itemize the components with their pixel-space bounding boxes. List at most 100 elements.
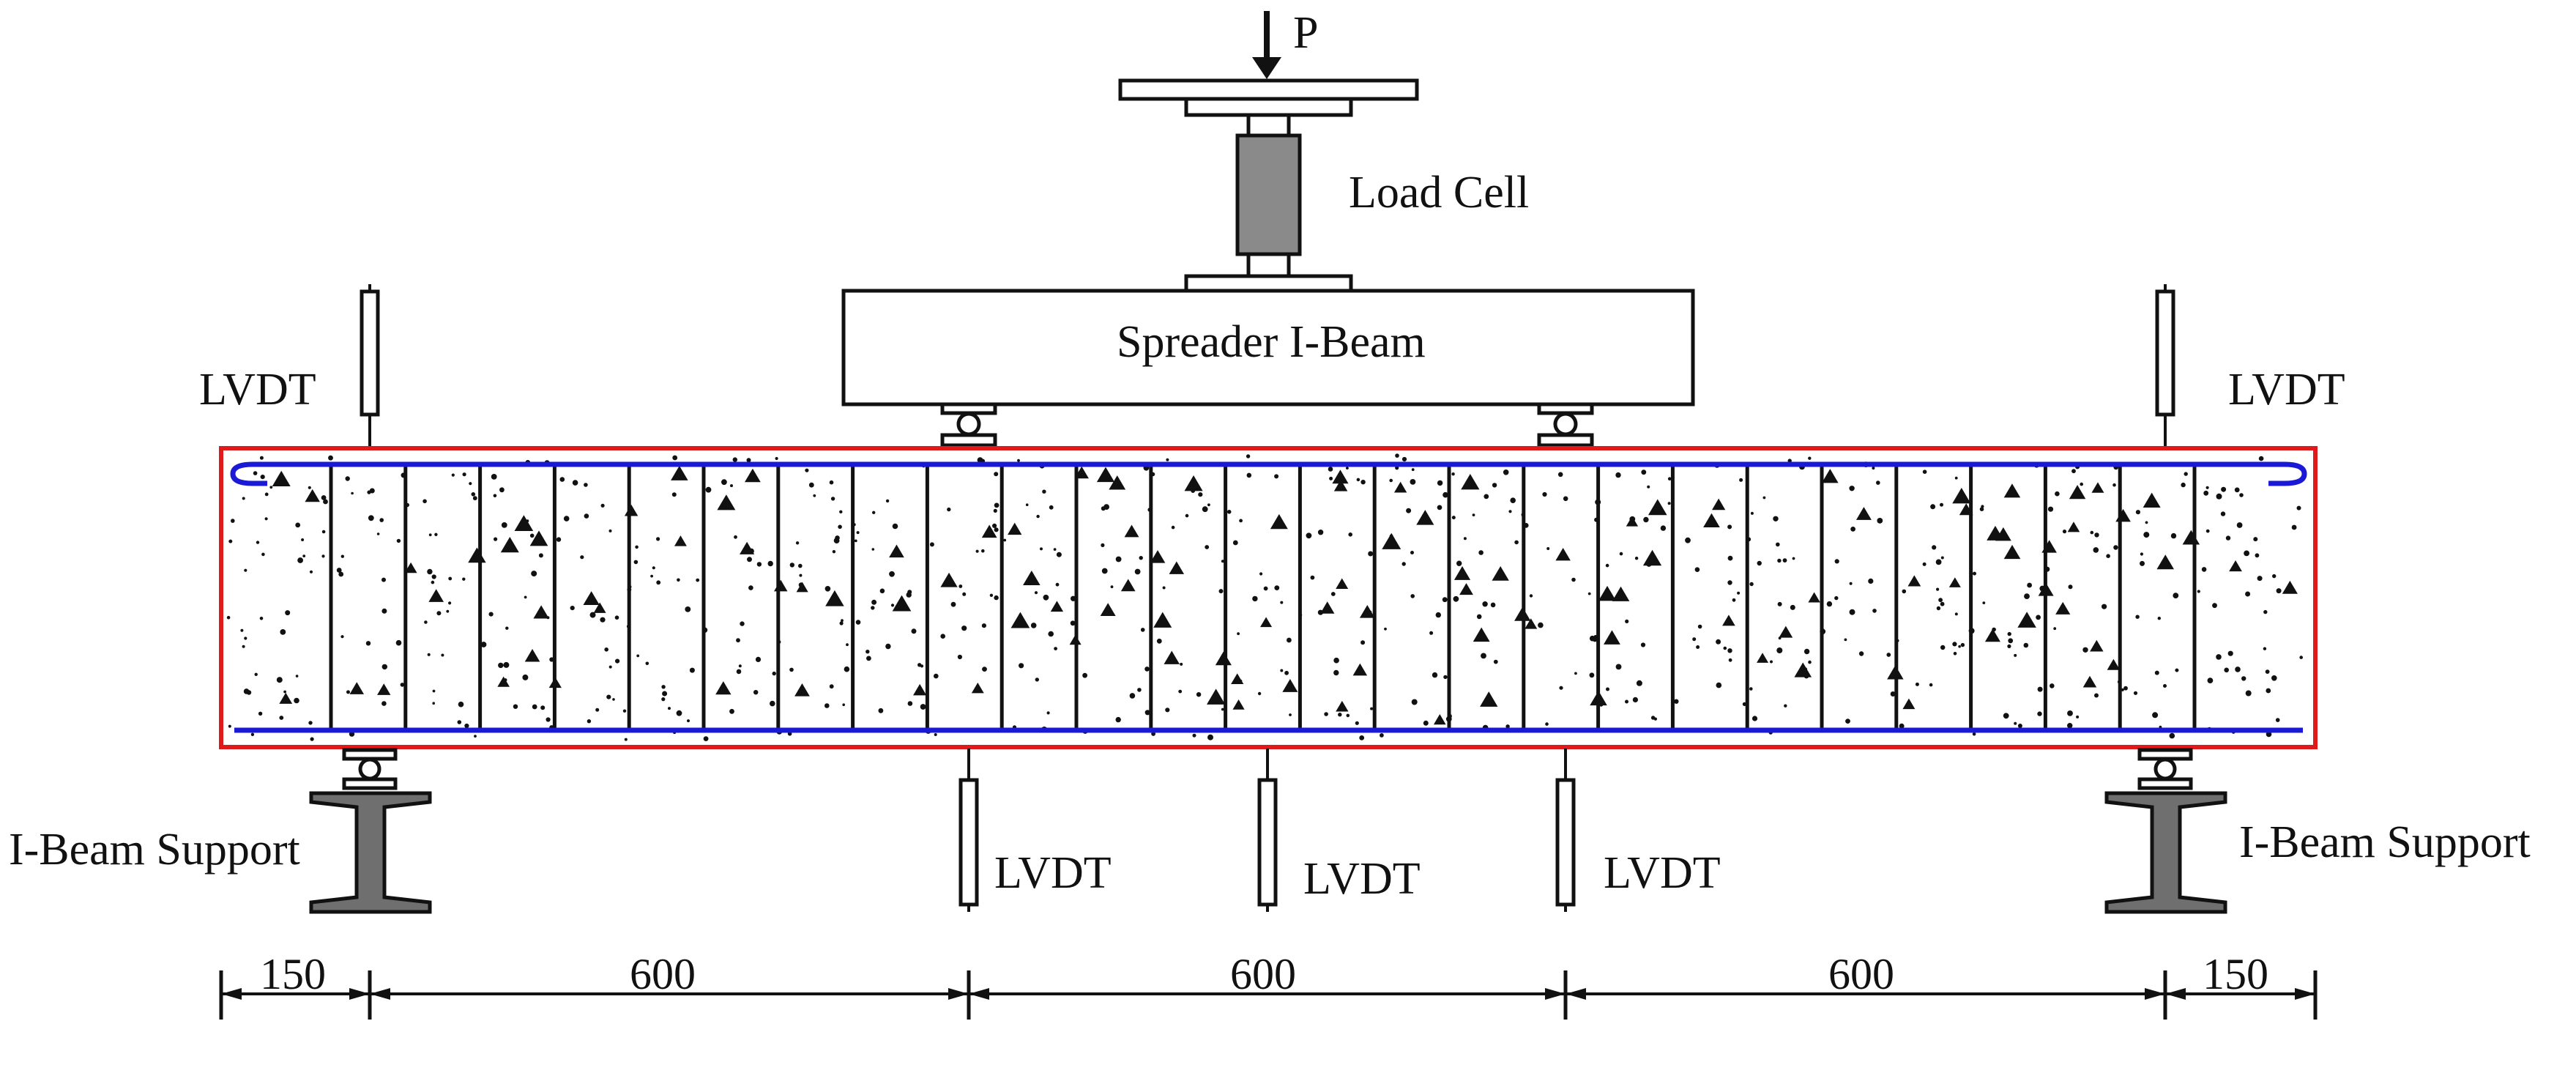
aggregate-dot xyxy=(736,638,740,643)
aggregate-dot xyxy=(1514,540,1519,545)
aggregate-dot xyxy=(434,532,438,536)
aggregate-dot xyxy=(2236,522,2243,528)
dimension-span-1: 600 xyxy=(630,950,696,998)
aggregate-dot xyxy=(892,523,898,530)
aggregate-stone xyxy=(889,544,904,558)
aggregate-dot xyxy=(962,592,967,596)
aggregate-dot xyxy=(1246,454,1251,458)
aggregate-dot xyxy=(474,735,477,738)
aggregate-dot xyxy=(462,472,466,477)
aggregate-dot xyxy=(1757,560,1762,566)
aggregate-stone xyxy=(940,572,958,587)
aggregate-dot xyxy=(1492,483,1497,488)
aggregate-dot xyxy=(1922,562,1927,566)
aggregate-dot xyxy=(1055,582,1060,587)
aggregate-dot xyxy=(2106,554,2110,558)
aggregate-stone xyxy=(1948,577,1961,587)
aggregate-dot xyxy=(1478,550,1484,555)
aggregate-dot xyxy=(1370,707,1374,710)
aggregate-dot xyxy=(2090,530,2094,535)
aggregate-dot xyxy=(2076,715,2080,719)
aggregate-stone xyxy=(497,676,510,687)
aggregate-stone xyxy=(825,590,844,606)
aggregate-dot xyxy=(2123,686,2128,691)
aggregate-dot xyxy=(1192,733,1196,738)
lvdt-bottom-left xyxy=(958,749,979,912)
aggregate-dot xyxy=(424,620,428,624)
aggregate-dot xyxy=(2220,511,2226,516)
aggregate-dot xyxy=(1877,518,1883,524)
aggregate-dot xyxy=(240,628,244,632)
aggregate-dot xyxy=(1844,638,1847,642)
aggregate-dot xyxy=(294,697,299,704)
aggregate-dot xyxy=(703,736,709,741)
aggregate-dot xyxy=(1849,582,1853,585)
aggregate-dot xyxy=(395,639,402,646)
aggregate-stone xyxy=(279,692,293,704)
aggregate-dot xyxy=(1930,504,1936,510)
aggregate-dot xyxy=(1692,637,1697,642)
aggregate-stone xyxy=(2143,492,2161,508)
aggregate-dot xyxy=(2263,647,2267,650)
aggregate-dot xyxy=(736,669,742,675)
aggregate-dot xyxy=(1048,631,1054,637)
aggregate-dot xyxy=(1749,582,1754,587)
aggregate-dot xyxy=(368,515,374,521)
aggregate-dot xyxy=(1834,559,1839,564)
aggregate-dot xyxy=(2205,529,2210,533)
aggregate-dot xyxy=(1872,609,1877,613)
aggregate-dot xyxy=(696,578,700,582)
aggregate-dot xyxy=(2258,456,2264,461)
aggregate-dot xyxy=(1490,602,1496,608)
aggregate-dot xyxy=(276,677,283,683)
aggregate-dot xyxy=(1938,598,1943,603)
aggregate-stone xyxy=(1492,565,1509,581)
aggregate-dot xyxy=(308,486,311,489)
aggregate-dot xyxy=(1960,642,1965,647)
aggregate-dot xyxy=(652,566,655,570)
aggregate-dot xyxy=(662,691,668,697)
aggregate-dot xyxy=(772,671,776,676)
aggregate-dot xyxy=(1115,716,1121,723)
aggregate-stone xyxy=(1359,604,1375,618)
aggregate-dot xyxy=(846,643,849,647)
aggregate-stone xyxy=(717,494,736,510)
aggregate-dot xyxy=(529,533,535,538)
aggregate-dot xyxy=(1773,516,1779,521)
aggregate-stone xyxy=(1757,653,1769,663)
spreader-i-beam-label: Spreader I-Beam xyxy=(1117,317,1426,367)
aggregate-dot xyxy=(432,689,436,693)
aggregate-dot xyxy=(1876,480,1880,485)
aggregate-dot xyxy=(1202,506,1208,513)
aggregate-stone xyxy=(1433,714,1446,725)
aggregate-dot xyxy=(1932,545,1937,550)
aggregate-dot xyxy=(1674,699,1679,704)
aggregate-dot xyxy=(1849,609,1855,615)
aggregate-dot xyxy=(1697,624,1702,629)
aggregate-dot xyxy=(431,574,436,579)
aggregate-dot xyxy=(1777,601,1782,606)
aggregate-stone xyxy=(1612,586,1630,601)
aggregate-dot xyxy=(1035,677,1040,682)
aggregate-dot xyxy=(494,537,498,541)
aggregate-dot xyxy=(1660,525,1667,531)
aggregate-dot xyxy=(789,563,795,568)
aggregate-dot xyxy=(321,554,325,558)
aggregate-dot xyxy=(1482,601,1488,607)
aggregate-dot xyxy=(513,704,518,709)
aggregate-dot xyxy=(1935,559,1942,565)
load-cell-base xyxy=(1184,252,1353,293)
aggregate-dot xyxy=(1384,627,1387,631)
aggregate-stone xyxy=(1555,548,1571,561)
aggregate-dot xyxy=(907,701,913,706)
aggregate-stone xyxy=(1120,579,1136,592)
aggregate-stone xyxy=(1010,612,1030,628)
aggregate-dot xyxy=(1868,578,1874,584)
aggregate-dot xyxy=(645,661,649,666)
aggregate-stone xyxy=(1604,630,1620,645)
aggregate-dot xyxy=(428,533,432,537)
aggregate-dot xyxy=(1982,601,1986,604)
aggregate-dot xyxy=(920,704,926,710)
aggregate-dot xyxy=(1632,697,1638,703)
aggregate-dot xyxy=(295,522,301,528)
